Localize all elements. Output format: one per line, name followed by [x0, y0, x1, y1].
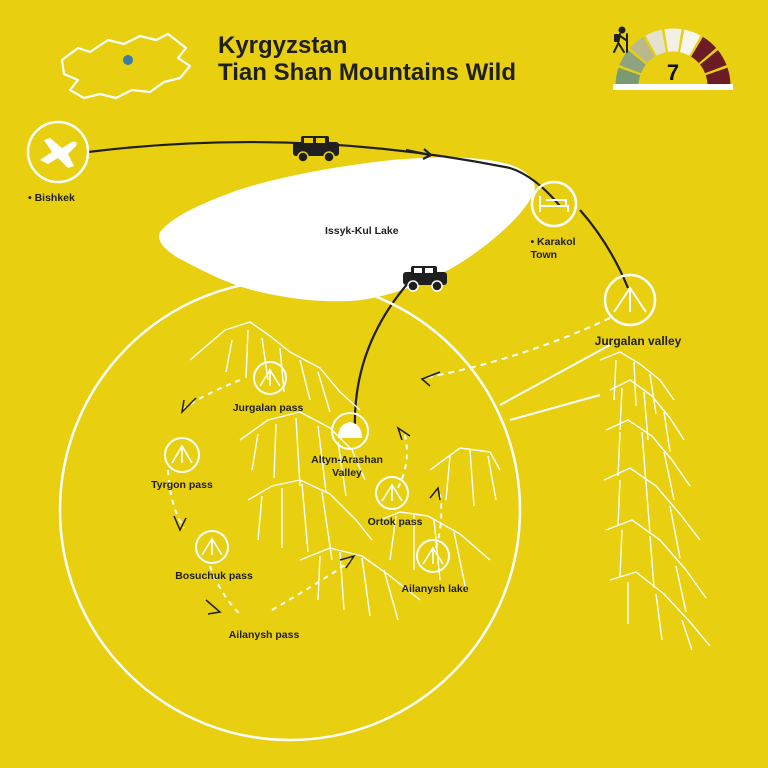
arrow-icon [420, 371, 441, 387]
tent-icon [164, 437, 200, 473]
label-karakol: • Karakol Town [530, 236, 576, 261]
difficulty-level: 7 [666, 60, 680, 85]
gauge-segment [618, 48, 648, 75]
gauge-segment [644, 28, 668, 57]
yurt-icon [331, 412, 369, 450]
jeep-icon [293, 136, 339, 163]
hiker-icon [613, 26, 628, 53]
location-dot-icon [123, 55, 133, 65]
tent-icon [195, 530, 229, 564]
gauge-segment [689, 35, 718, 65]
trek-arrows [173, 397, 441, 615]
gauge-base [613, 84, 733, 90]
title-country: Kyrgyzstan [218, 32, 348, 59]
label-bosuchuk-pass: Bosuchuk pass [175, 570, 253, 582]
label-jurgalan-pass: Jurgalan pass [232, 402, 304, 414]
country-locator-map [60, 32, 192, 100]
label-jurgalan-valley: Jurgalan valley [594, 334, 682, 348]
label-ortok-pass: Ortok pass [367, 516, 423, 528]
label-ailanysh-lake: Ailanysh lake [401, 583, 469, 595]
jurgalan-camp-marker [603, 273, 657, 327]
label-altyn-arashan: Altyn-Arashan Valley [311, 454, 383, 479]
tent-icon [375, 476, 409, 510]
trek-area-circle [58, 278, 522, 742]
label-bishkek: • Bishkek [28, 192, 75, 204]
tent-icon [253, 361, 287, 395]
difficulty-gauge [613, 27, 733, 90]
tent-icon [613, 286, 647, 313]
bed-icon [539, 196, 569, 212]
label-ailanysh-pass: Ailanysh pass [228, 629, 300, 641]
tent-icon [416, 539, 450, 573]
gauge-segment [628, 35, 657, 65]
gauge-segment [678, 28, 702, 57]
airport-marker [26, 120, 90, 184]
label-issyk-kul: Issyk-Kul Lake [325, 225, 399, 237]
transfer-route [87, 140, 630, 431]
jurgalan-valley-mountains [599, 351, 711, 651]
zoom-connector [499, 344, 611, 421]
hotel-marker [530, 180, 578, 228]
tent-markers [164, 361, 450, 573]
title-trek: Tian Shan Mountains Wild [218, 59, 517, 86]
dashed-route [423, 317, 611, 379]
jeep-icon [403, 266, 447, 292]
page-title: Kyrgyzstan Tian Shan Mountains Wild [218, 32, 516, 86]
label-tyrgon-pass: Tyrgon pass [151, 479, 213, 491]
gauge-segment [698, 48, 728, 75]
mountain-illustration [189, 321, 501, 621]
gauge-segment [663, 27, 683, 54]
issyk-kul-lake-shape [159, 157, 535, 302]
plane-icon [40, 138, 77, 168]
